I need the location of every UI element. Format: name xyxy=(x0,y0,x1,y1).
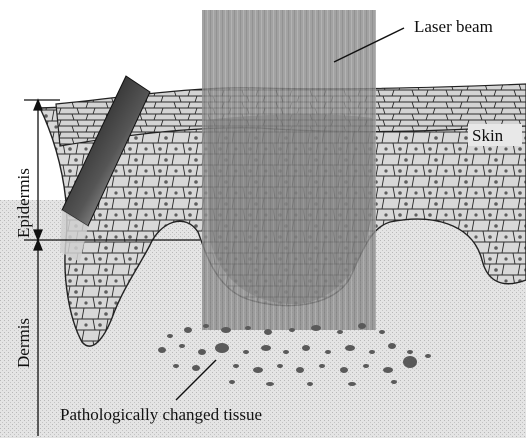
label-dermis: Dermis xyxy=(14,318,33,368)
label-skin: Skin xyxy=(472,126,504,145)
label-laser-beam: Laser beam xyxy=(414,17,493,36)
laser-beam xyxy=(202,10,376,330)
label-epidermis: Epidermis xyxy=(14,168,33,238)
label-pathological-tissue: Pathologically changed tissue xyxy=(60,405,262,424)
laser-affected-zone xyxy=(206,114,372,304)
